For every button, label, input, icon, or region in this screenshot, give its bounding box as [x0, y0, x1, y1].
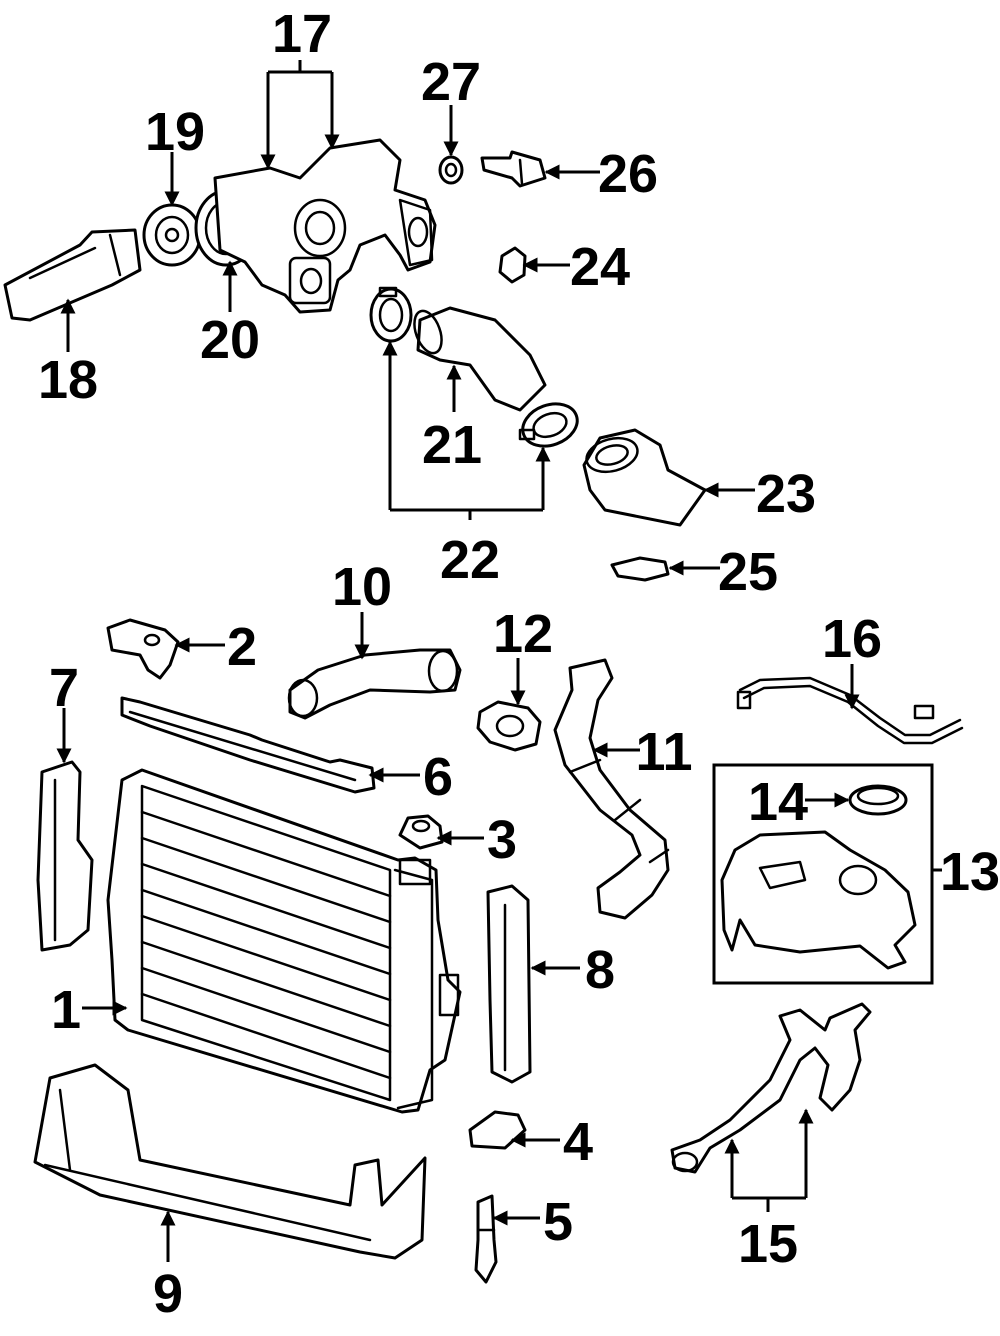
callout-12: 12	[493, 604, 553, 664]
part-7-deflector	[36, 760, 94, 952]
callout-16: 16	[822, 609, 882, 669]
callout-labels: 17 27 19 26 24 20 18 21 23 22 25 10 12 1…	[38, 4, 1000, 1324]
part-22-clamp-lower	[518, 402, 579, 448]
part-8-deflector	[486, 884, 532, 1084]
callout-9: 9	[153, 1264, 183, 1324]
callout-20: 20	[200, 310, 260, 370]
part-1-radiator	[106, 768, 462, 1114]
part-27-cap	[438, 155, 464, 185]
callout-5: 5	[543, 1192, 573, 1252]
callout-26: 26	[598, 144, 658, 204]
callout-23: 23	[756, 464, 816, 524]
callout-10: 10	[332, 557, 392, 617]
callout-11: 11	[635, 722, 692, 782]
callout-15: 15	[738, 1214, 798, 1274]
part-23-outlet	[582, 428, 707, 527]
part-16-vent-hose	[736, 676, 964, 745]
part-3-mount	[398, 814, 444, 850]
callout-18: 18	[38, 350, 98, 410]
part-24-o-ring	[498, 246, 527, 284]
callout-7: 7	[49, 658, 79, 718]
part-12-sensor	[476, 700, 542, 752]
part-10-upper-hose	[287, 648, 462, 720]
part-4-bracket	[468, 1110, 527, 1150]
leader-lines	[56, 60, 942, 1262]
part-15-hose-assembly	[670, 1002, 872, 1174]
callout-8: 8	[585, 940, 615, 1000]
callout-13: 13	[940, 842, 1000, 902]
callout-22: 22	[440, 530, 500, 590]
part-22-clamp-upper	[369, 286, 413, 343]
part-19-thermostat	[142, 203, 202, 267]
callout-14: 14	[748, 772, 808, 832]
callout-25: 25	[718, 542, 778, 602]
part-21-hose	[413, 306, 547, 412]
part-13-reservoir	[720, 830, 917, 970]
part-11-lower-hose	[553, 658, 670, 920]
callout-27: 27	[421, 52, 481, 112]
callout-3: 3	[487, 810, 517, 870]
part-9-lower-deflector	[33, 1063, 427, 1260]
part-5-plug	[474, 1194, 498, 1284]
part-14-cap	[848, 784, 908, 816]
part-26-sensor	[480, 150, 547, 188]
callout-4: 4	[563, 1112, 593, 1172]
callout-6: 6	[423, 747, 453, 807]
callout-24: 24	[570, 237, 630, 297]
part-17-housing	[213, 138, 437, 314]
callout-2: 2	[227, 617, 257, 677]
part-2-bracket	[106, 618, 180, 680]
callout-17: 17	[272, 4, 332, 64]
callout-21: 21	[422, 415, 482, 475]
callout-1: 1	[51, 980, 81, 1040]
part-18-outlet-pipe	[3, 228, 142, 322]
callout-19: 19	[145, 102, 205, 162]
part-25-gasket	[610, 556, 670, 582]
part-13-box	[712, 763, 934, 985]
